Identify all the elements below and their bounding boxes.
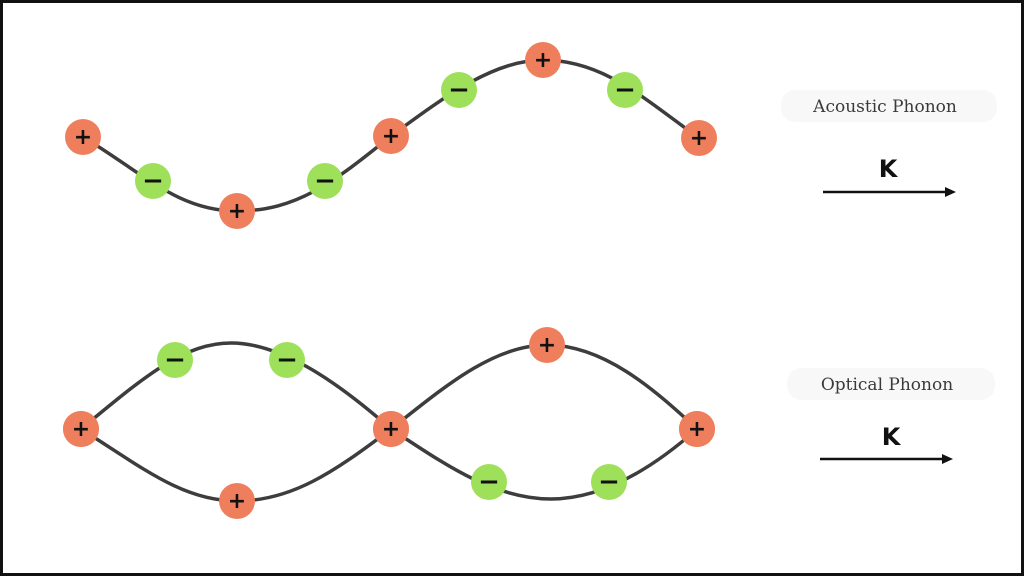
negative-ion-circle xyxy=(307,163,343,199)
optical-phonon-group: +++−−++−−+++ Optical Phonon K xyxy=(63,327,995,519)
positive-ion: + xyxy=(679,411,715,447)
positive-ion: + xyxy=(525,42,561,78)
optical-atoms: +++−−++−−+++ xyxy=(63,327,715,519)
negative-ion-circle xyxy=(135,163,171,199)
negative-ion-circle xyxy=(157,342,193,378)
plus-sign: + xyxy=(688,417,706,442)
positive-ion: + xyxy=(529,327,565,363)
minus-sign: − xyxy=(276,345,298,375)
right-arrow-icon xyxy=(820,454,953,464)
positive-ion-circle xyxy=(525,42,561,78)
positive-ion-circle xyxy=(219,483,255,519)
positive-ion-circle xyxy=(679,411,715,447)
positive-ion-circle xyxy=(63,411,99,447)
negative-ion-circle xyxy=(471,464,507,500)
negative-ion: − xyxy=(607,72,643,108)
plus-sign: + xyxy=(228,199,246,224)
minus-sign: − xyxy=(164,345,186,375)
negative-ion-circle xyxy=(591,464,627,500)
positive-ion-circle xyxy=(681,120,717,156)
negative-ion-circle xyxy=(607,72,643,108)
minus-sign: − xyxy=(598,467,620,497)
positive-ion-circle xyxy=(373,411,409,447)
negative-ion-circle xyxy=(441,72,477,108)
positive-ion: + xyxy=(681,120,717,156)
positive-ion-circle xyxy=(219,193,255,229)
plus-sign: + xyxy=(74,125,92,150)
plus-sign: + xyxy=(72,417,90,442)
negative-ion: − xyxy=(471,464,507,500)
acoustic-phonon-group: + − + − + − + − + Acoustic Phonon K xyxy=(65,42,997,229)
minus-sign: − xyxy=(142,166,164,196)
positive-ion-circle xyxy=(65,119,101,155)
negative-ion-circle xyxy=(269,342,305,378)
negative-ion: − xyxy=(135,163,171,199)
positive-ion-circle xyxy=(373,118,409,154)
plus-sign: + xyxy=(228,489,246,514)
positive-ion: + xyxy=(373,118,409,154)
negative-ion: − xyxy=(591,464,627,500)
positive-ion: + xyxy=(63,411,99,447)
plus-sign: + xyxy=(534,48,552,73)
right-arrow-icon xyxy=(823,187,956,197)
minus-sign: − xyxy=(614,75,636,105)
negative-ion: − xyxy=(307,163,343,199)
acoustic-phonon-label: Acoustic Phonon xyxy=(812,97,957,117)
phonon-diagram: +−+−+−+−+ Acoustic Phonon K +++−−++−−+++… xyxy=(63,42,997,519)
optical-phonon-label: Optical Phonon xyxy=(821,375,953,395)
positive-ion: + xyxy=(219,193,255,229)
acoustic-label-bg xyxy=(781,90,997,122)
minus-sign: − xyxy=(448,75,470,105)
negative-ion: − xyxy=(441,72,477,108)
positive-ion: + xyxy=(373,411,409,447)
acoustic-k-label: K xyxy=(879,155,899,183)
acoustic-atoms: + − + − + − + − + xyxy=(65,42,717,229)
optical-k-label: K xyxy=(882,423,902,451)
minus-sign: − xyxy=(314,166,336,196)
plus-sign: + xyxy=(690,126,708,151)
minus-sign: − xyxy=(478,467,500,497)
optical-label-bg xyxy=(787,368,995,400)
negative-ion: − xyxy=(269,342,305,378)
plus-sign: + xyxy=(382,124,400,149)
negative-ion: − xyxy=(157,342,193,378)
positive-ion-circle xyxy=(529,327,565,363)
positive-ion: + xyxy=(65,119,101,155)
plus-sign: + xyxy=(538,333,556,358)
plus-sign: + xyxy=(382,417,400,442)
positive-ion: + xyxy=(219,483,255,519)
